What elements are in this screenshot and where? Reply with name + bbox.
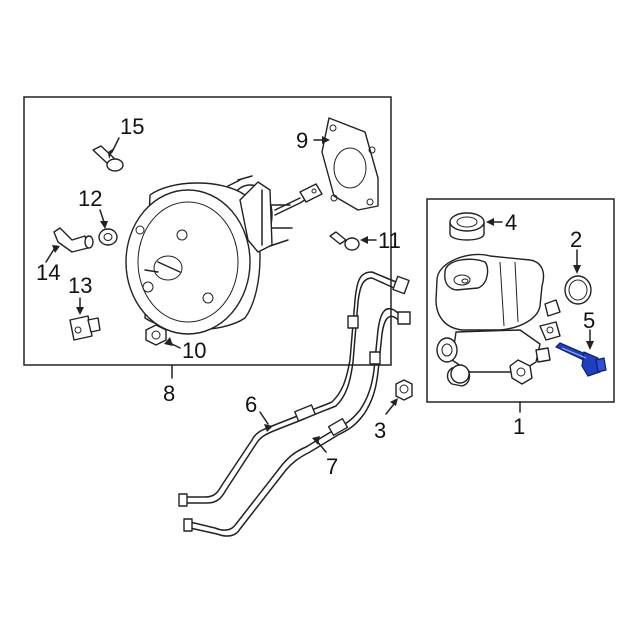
arrow-2	[573, 265, 581, 274]
arrow-15	[108, 148, 114, 159]
callout-10[interactable]: 10	[182, 338, 206, 363]
stud-11-part[interactable]	[329, 231, 360, 251]
leader-6	[259, 411, 269, 425]
bolt-15-part[interactable]	[92, 145, 124, 172]
callout-5[interactable]: 5	[583, 308, 595, 333]
callout-13[interactable]: 13	[68, 273, 92, 298]
arrow-10	[164, 337, 173, 346]
brake-line-7-part[interactable]	[183, 308, 411, 537]
arrow-3	[390, 398, 398, 406]
leader-3	[385, 403, 395, 415]
master-cylinder-part[interactable]	[435, 253, 561, 387]
callout-2[interactable]: 2	[570, 227, 582, 252]
arrow-6	[264, 424, 273, 432]
sensor-5-highlighted-part[interactable]	[554, 342, 607, 377]
washer-12-part[interactable]	[98, 228, 118, 246]
callout-1[interactable]: 1	[513, 414, 525, 439]
arrow-4	[486, 218, 494, 226]
brake-booster-part[interactable]	[125, 175, 323, 335]
callout-8[interactable]: 8	[163, 381, 175, 406]
sensor-13-part[interactable]	[69, 315, 101, 341]
gasket-9-part[interactable]	[321, 117, 379, 211]
arrow-14	[52, 245, 60, 253]
arrow-13	[76, 307, 84, 315]
reservoir-cap-4-part[interactable]	[449, 212, 485, 241]
leader-12	[99, 209, 105, 223]
callout-7[interactable]: 7	[326, 454, 338, 479]
callout-15[interactable]: 15	[120, 114, 144, 139]
check-valve-14-part[interactable]	[53, 227, 94, 253]
callout-12[interactable]: 12	[78, 186, 102, 211]
arrow-7	[312, 436, 320, 445]
brake-line-6-part[interactable]	[178, 271, 410, 507]
callout-11[interactable]: 11	[378, 228, 401, 253]
nut-3-part[interactable]	[395, 379, 413, 401]
callout-4[interactable]: 4	[505, 210, 517, 235]
callout-9[interactable]: 9	[296, 128, 308, 153]
arrow-11	[360, 236, 368, 244]
booster-group-box	[23, 96, 392, 366]
callout-3[interactable]: 3	[374, 418, 386, 443]
seal-2-part[interactable]	[564, 275, 592, 305]
arrow-9	[322, 136, 330, 144]
nut-10-part[interactable]	[145, 324, 167, 346]
arrow-12	[100, 221, 108, 229]
callout-14[interactable]: 14	[36, 260, 60, 285]
callout-6[interactable]: 6	[245, 392, 257, 417]
arrow-5	[586, 341, 594, 350]
